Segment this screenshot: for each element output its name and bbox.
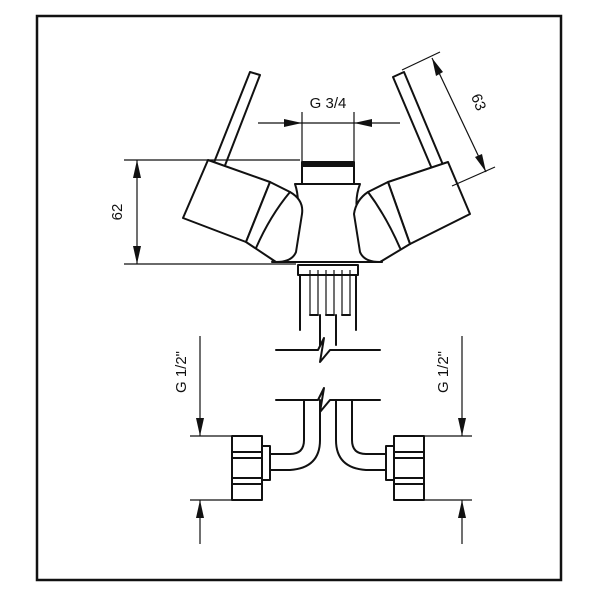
left-hose-thread-label: G 1/2" (173, 351, 190, 393)
drawing-frame (35, 14, 563, 582)
left-lever-handle (212, 71, 261, 169)
outlet-stubs (297, 264, 359, 346)
inlet-thread-band (302, 162, 354, 167)
break-line-lower (275, 387, 381, 413)
dimension-inlet-thread: G 3/4 (258, 95, 400, 162)
dimension-body-height: 62 (109, 159, 300, 265)
tap-assembly (182, 71, 471, 346)
right-lever-handle (392, 71, 447, 177)
left-cartridge (245, 181, 304, 263)
lever-length-label: 63 (467, 91, 489, 113)
dimension-lever-length: 63 (401, 51, 496, 187)
body-height-label: 62 (109, 204, 126, 221)
right-cartridge (353, 181, 411, 263)
right-hose-thread-label: G 1/2" (435, 351, 452, 393)
left-hose-nut (231, 435, 271, 501)
left-hose (267, 399, 321, 471)
right-hose (335, 399, 389, 471)
dimension-right-hose-thread: G 1/2" (424, 336, 472, 544)
right-hose-nut (385, 435, 425, 501)
inlet-thread-label: G 3/4 (310, 95, 347, 112)
break-line-upper (275, 337, 381, 363)
dimension-left-hose-thread: G 1/2" (173, 336, 232, 544)
